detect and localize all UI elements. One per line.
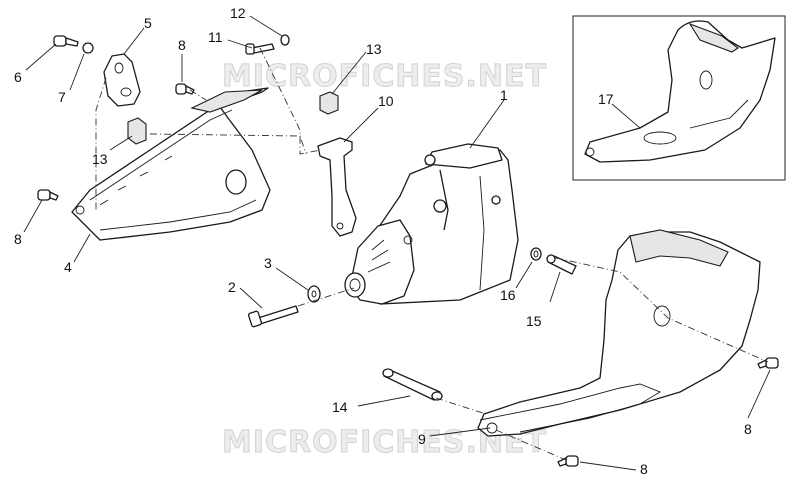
callout-1: 1	[500, 87, 508, 103]
part-8-screw-left[interactable]	[37, 189, 59, 201]
part-15-spacer[interactable]	[546, 254, 577, 275]
part-1-starter-motor[interactable]	[344, 143, 519, 305]
callout-11: 11	[208, 29, 223, 45]
callout-13-left: 13	[92, 151, 108, 167]
callout-8-left: 8	[14, 231, 22, 247]
part-4-side-cover[interactable]	[71, 87, 271, 241]
part-7-washer[interactable]	[82, 42, 94, 54]
part-16-washer[interactable]	[530, 247, 542, 261]
part-5-clamp[interactable]	[103, 53, 141, 107]
callout-6: 6	[14, 69, 22, 85]
callout-7: 7	[58, 89, 66, 105]
callout-4: 4	[64, 259, 72, 275]
alignment-lines	[95, 47, 769, 461]
part-14-spacer[interactable]	[382, 368, 443, 401]
part-13-clip-left[interactable]	[127, 117, 147, 145]
part-6-screw[interactable]	[53, 35, 79, 47]
callout-8-top: 8	[178, 37, 186, 53]
part-10-bracket[interactable]	[317, 137, 357, 237]
callout-16: 16	[500, 287, 516, 303]
callout-14: 14	[332, 399, 348, 415]
callout-10: 10	[378, 93, 394, 109]
callout-17: 17	[598, 91, 614, 107]
callout-12: 12	[230, 5, 246, 21]
callout-2: 2	[228, 279, 236, 295]
part-8-screw-bottom[interactable]	[557, 455, 579, 467]
callout-labels: 1 2 3 4 5 6 7 8 8 8 8 9 10 11 12 13 13 1…	[14, 5, 752, 477]
callout-15: 15	[526, 313, 542, 329]
part-9-lower-cover[interactable]	[477, 229, 761, 437]
callout-13-right: 13	[366, 41, 382, 57]
callout-9: 9	[418, 431, 426, 447]
callout-8-bottom: 8	[640, 461, 648, 477]
leader-lines	[23, 15, 771, 471]
part-3-washer[interactable]	[307, 285, 321, 303]
part-8-screw-top[interactable]	[175, 83, 195, 95]
part-13-clip-right[interactable]	[319, 91, 339, 115]
part-17-inset-cover[interactable]	[584, 20, 776, 163]
part-8-screw-right[interactable]	[757, 357, 779, 369]
inset-box	[572, 15, 786, 181]
part-2-bolt[interactable]	[247, 305, 299, 328]
callout-8-right: 8	[744, 421, 752, 437]
callout-3: 3	[264, 255, 272, 271]
part-12-washer[interactable]	[280, 34, 290, 46]
watermark-top: MICROFICHES.NET	[222, 59, 547, 94]
callout-5: 5	[144, 15, 152, 31]
